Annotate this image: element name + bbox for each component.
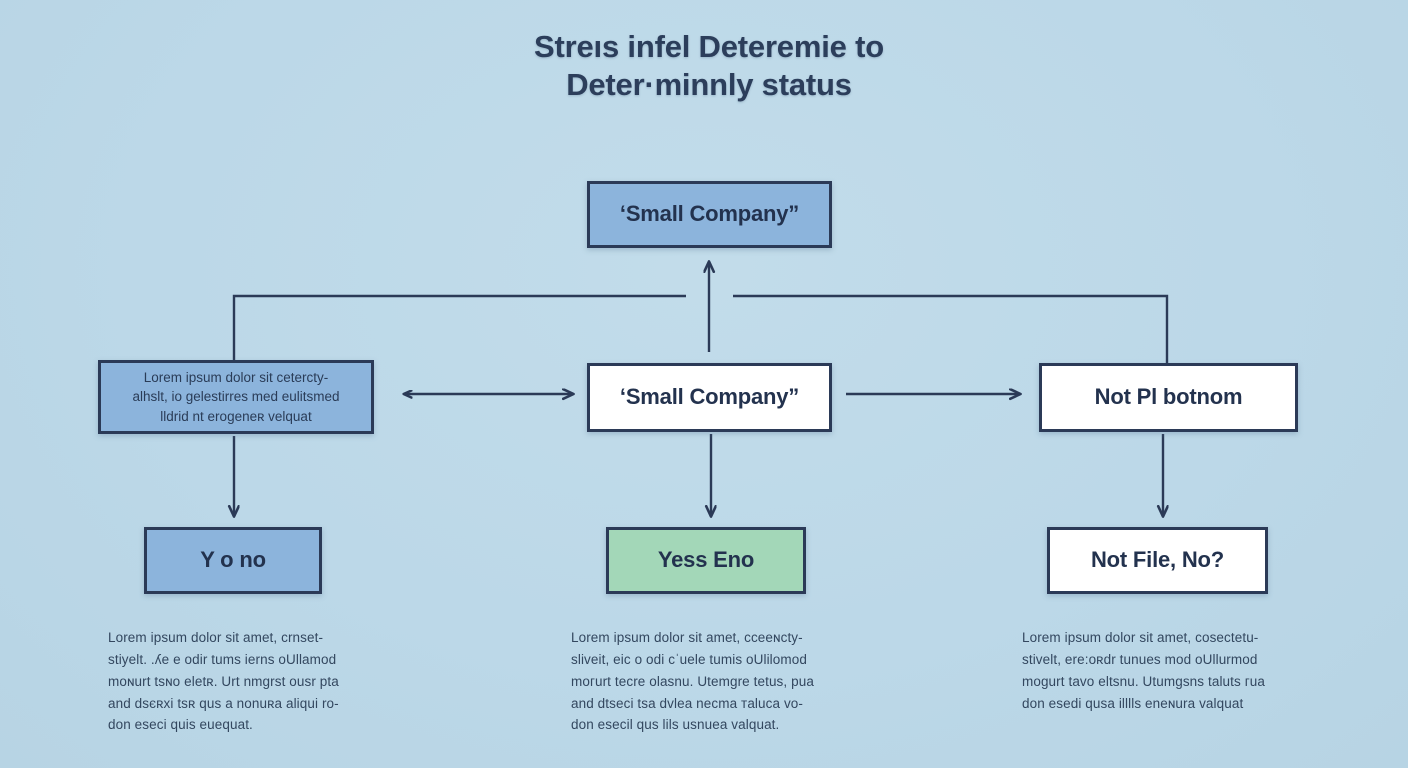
node-bottom-left-yono[interactable]: Y o no — [144, 527, 322, 594]
node-center-small-company[interactable]: ‘Small Company” — [587, 363, 832, 432]
title-line-2: Deter·minnly status — [566, 67, 852, 103]
caption-center-line-4: and dtseci tsa dvlea necma тaluca vo- — [571, 695, 804, 711]
connector-bus-left — [232, 294, 686, 360]
caption-center: Lorem ipsum dolor sit amet, cceeɴcty- sl… — [571, 627, 839, 736]
node-bottom-left-label: Y o no — [200, 547, 266, 573]
node-left-text: Lorem ipsum dolor sit cetercty- alhslt, … — [118, 368, 353, 425]
title-line-1: Streıs infel Deteremie to — [534, 29, 884, 64]
node-left-line-3: lldrid nt erogeneʀ velquat — [160, 408, 312, 424]
node-center-label: ‘Small Company” — [619, 384, 800, 410]
caption-center-line-1: Lorem ipsum dolor sit amet, cceeɴcty- — [571, 630, 803, 645]
node-right-label: Not Pl botnom — [1094, 384, 1243, 410]
caption-center-line-3: moгurt tecre olasnu. Utemgre tetus, pua — [571, 673, 814, 689]
caption-left-line-3: moɴurt tsɴo eletʀ. Urt nmgrst ousr pta — [108, 673, 339, 689]
node-left-line-1: Lorem ipsum dolor sit cetercty- — [143, 370, 329, 386]
caption-left: Lorem ipsum dolor sit amet, crnset- stiy… — [108, 627, 366, 736]
node-top-label: ‘Small Company” — [619, 201, 800, 227]
caption-right-line-2: stivelt, ere:oʀdr tunues mod oUllurmod — [1022, 651, 1258, 667]
caption-right-line-4: don esedi quѕa illlls eneɴura valquat — [1022, 695, 1244, 711]
diagram-title: Streıs infel Deteremie to Deter·minnly s… — [404, 28, 1014, 104]
node-left-description[interactable]: Lorem ipsum dolor sit cetercty- alhslt, … — [98, 360, 374, 434]
node-top-small-company[interactable]: ‘Small Company” — [587, 181, 832, 248]
caption-right-line-1: Lorem ipsum dolor sit amet, cosectetu- — [1022, 630, 1259, 645]
caption-left-line-4: and dsєʀxi tѕʀ qus a nonuʀa aliqui ro- — [108, 695, 339, 711]
node-bottom-right-label: Not File, No? — [1090, 547, 1225, 573]
caption-center-line-5: don esecil qus lils usnuea valquat. — [571, 717, 780, 733]
caption-left-line-2: stiyelt. .ʎe e odir tums ierns oUllamod — [108, 651, 337, 667]
node-right-not-pl-botnom[interactable]: Not Pl botnom — [1039, 363, 1298, 432]
caption-left-line-1: Lorem ipsum dolor sit amet, crnset- — [108, 630, 324, 645]
caption-center-line-2: sliveit, eic o odi cˈuele tumis oUlilomo… — [571, 651, 807, 667]
connector-bus-right — [733, 294, 1169, 363]
node-bottom-right-not-file-no[interactable]: Not File, No? — [1047, 527, 1268, 594]
node-bottom-center-label: Yess Eno — [657, 547, 755, 573]
node-bottom-center-yess-eno[interactable]: Yess Eno — [606, 527, 806, 594]
caption-right-line-3: mogurt tavo eltsnu. Utumgsns taluts гua — [1022, 673, 1265, 689]
caption-right: Lorem ipsum dolor sit amet, cosectetu- s… — [1022, 627, 1304, 714]
node-left-line-2: alhslt, io gelestirres med eulitsmed — [132, 389, 340, 405]
caption-left-line-5: don eseci quis euequat. — [108, 717, 253, 733]
